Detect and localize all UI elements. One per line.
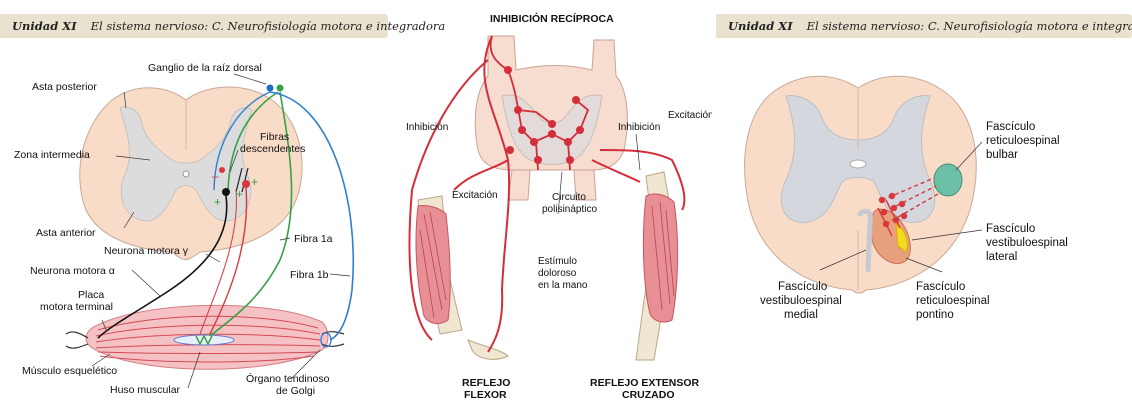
label-ganglio: Ganglio de la raíz dorsal: [148, 62, 262, 74]
label-circuito: Circuito: [552, 192, 586, 203]
motor-end-plate: [66, 332, 88, 348]
label-placa: Placa: [78, 289, 104, 301]
left-hand: [468, 340, 508, 359]
label-asta-posterior: Asta posterior: [32, 81, 97, 93]
label-vest-lat-3: lateral: [986, 251, 1017, 263]
label-bulbar-2: reticuloespinal: [986, 135, 1060, 147]
label-vest-med-1: Fascículo: [778, 281, 827, 293]
label-musculo: Músculo esquelético: [22, 365, 117, 377]
label-vest-med-2: vestibuloespinal: [760, 295, 842, 307]
label-reflejo-extensor: REFLEJO EXTENSOR: [590, 377, 700, 389]
ganglion-cell-green: [277, 85, 284, 92]
label-huso: Huso muscular: [110, 384, 181, 396]
label-vest-lat-2: vestibuloespinal: [986, 237, 1068, 249]
descending-tracts-diagram: Fascículo reticuloespinal bulbar Fascícu…: [716, 0, 1132, 405]
label-estimulo: Estímulo: [538, 256, 577, 267]
label-polisinaptico: polisináptico: [542, 204, 597, 215]
label-reflejo: REFLEJO: [462, 377, 510, 389]
label-pontino-3: pontino: [916, 309, 954, 321]
label-asta-anterior: Asta anterior: [36, 227, 96, 239]
label-vest-lat-1: Fascículo: [986, 223, 1035, 235]
label-flexor: FLEXOR: [464, 389, 507, 401]
label-fibra-1b: Fibra 1b: [290, 269, 329, 281]
label-excitacion-left: Excitación: [452, 190, 498, 201]
ganglion-cell-blue: [267, 85, 274, 92]
gamma-motor-neuron: [242, 180, 250, 188]
label-descendentes: descendentes: [240, 143, 305, 155]
label-excitacion-right: Excitación: [668, 110, 712, 121]
interneuron: [219, 167, 225, 173]
label-motora-terminal: motora terminal: [40, 301, 113, 313]
label-bulbar-1: Fascículo: [986, 121, 1035, 133]
label-en-la-mano: en la mano: [538, 280, 588, 291]
label-fibra-1a: Fibra 1a: [294, 233, 333, 245]
label-organo-tendinoso: Órgano tendinoso: [246, 372, 330, 385]
label-inhibicion-left: Inhibición: [406, 122, 448, 133]
label-neurona-gamma: Neurona motora γ: [104, 245, 189, 257]
reciprocal-inhibition-diagram: INHIBICIÓN RECÍPROCA Inhibición Excitaci…: [392, 0, 712, 405]
plus-sign-1: +: [251, 175, 258, 189]
extensor-muscle: [643, 194, 677, 322]
reciprocal-inhibition-panel: INHIBICIÓN RECÍPROCA Inhibición Excitaci…: [392, 0, 712, 405]
label-zona-intermedia: Zona intermedia: [14, 149, 90, 161]
label-cruzado: CRUZADO: [622, 389, 675, 401]
minus-sign: –: [212, 169, 219, 183]
plus-sign-3: +: [214, 195, 221, 209]
label-pontino-1: Fascículo: [916, 281, 965, 293]
central-canal-right: [850, 160, 866, 168]
label-pontino-2: reticuloespinal: [916, 295, 990, 307]
plus-sign-2: +: [236, 187, 243, 201]
label-bulbar-3: bulbar: [986, 149, 1018, 161]
label-vest-med-3: medial: [784, 309, 818, 321]
label-de-golgi: de Golgi: [276, 385, 315, 397]
label-neurona-alfa: Neurona motora α: [30, 265, 115, 277]
alpha-motor-neuron: [222, 188, 230, 196]
bulbar-reticulospinal-tract: [934, 164, 962, 196]
reflex-arc-diagram: – + + + Ganglio de la raíz dorsal Asta p…: [0, 0, 388, 405]
central-canal: [183, 171, 189, 177]
title-inhibicion-reciproca: INHIBICIÓN RECÍPROCA: [490, 12, 614, 25]
label-doloroso: doloroso: [538, 268, 577, 279]
label-fibras: Fibras: [260, 131, 289, 143]
label-inhibicion-right: Inhibición: [618, 122, 660, 133]
